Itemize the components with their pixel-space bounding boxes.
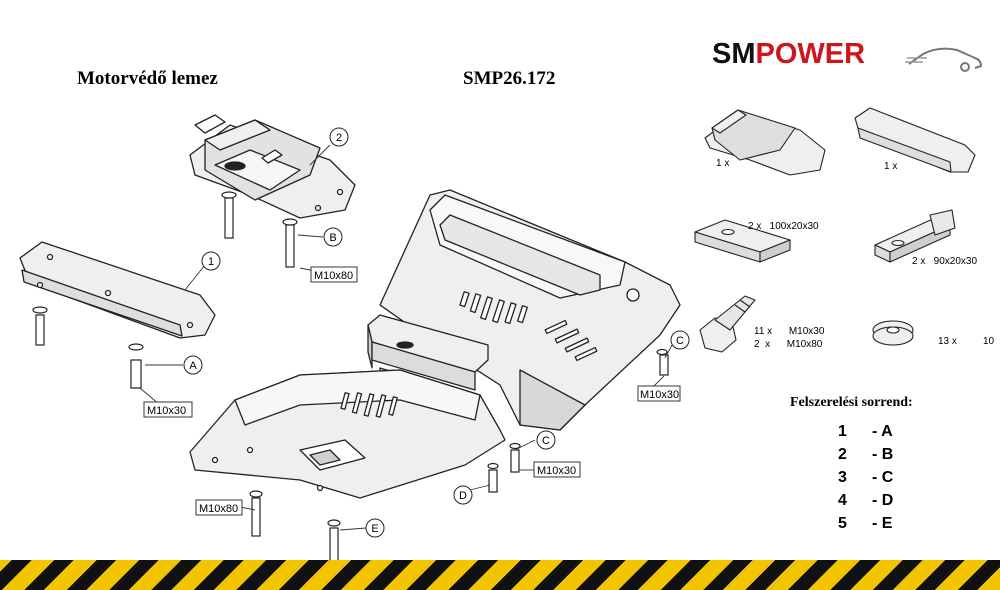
callout-E-label: E [371, 523, 378, 535]
installation-step: 2 - B [838, 446, 958, 468]
parts-list-washer-icon [872, 320, 914, 346]
callout-C-upper-label: C [676, 335, 684, 347]
bolt-icon [510, 449, 520, 473]
parts-list-spacer-90-icon [874, 209, 956, 263]
bolt-icon [285, 224, 295, 268]
parts-list-item2-qty: 1 x [884, 161, 898, 172]
parts-list-item3-label: 2 x 100x20x30 [748, 221, 819, 232]
callout-D [453, 485, 473, 505]
callout-B [323, 227, 343, 247]
bolt-label-c2-m10x30: M10x30 [537, 465, 576, 477]
callout-2-label: 2 [336, 132, 342, 144]
washer-icon [221, 191, 237, 199]
step-letter: - B [872, 446, 894, 463]
bolt-icon [224, 197, 234, 239]
bolt-icon [130, 359, 142, 389]
washer-icon [282, 218, 298, 226]
callout-C-lower-label: C [542, 435, 550, 447]
parts-list-item1-qty: 1 x [716, 158, 730, 169]
rear-skid-plate [379, 189, 681, 431]
product-code: SMP26.172 [463, 68, 556, 89]
installation-step: 4 - D [838, 492, 958, 514]
car-silhouette-icon [905, 47, 983, 72]
installation-step: 3 - C [838, 469, 958, 491]
parts-list-item4-label: 2 x 90x20x30 [912, 256, 978, 267]
washer-icon [509, 442, 521, 450]
step-letter: - C [872, 469, 894, 486]
installation-step: 5 - E [838, 515, 958, 537]
part-2-bracket [189, 114, 356, 219]
callout-D-label: D [459, 490, 467, 502]
callout-C-upper [670, 330, 690, 350]
installation-order-title: Felszerelési sorrend: [790, 395, 913, 410]
step-number: 2 [838, 446, 847, 463]
brand-logo-part2: POWER [755, 38, 866, 70]
bolt-icon [35, 314, 45, 346]
callout-1-label: 1 [208, 256, 214, 268]
front-skid-plate [189, 369, 506, 499]
bolt-label-d-m10x80: M10x80 [199, 503, 238, 515]
bolt-icon [251, 497, 261, 537]
installation-step: 1 - A [838, 423, 958, 445]
parts-list-bolt-line2: 2 x M10x80 [754, 339, 823, 350]
callout-B-label: B [329, 232, 336, 244]
bolt-label-a-m10x30: M10x30 [147, 405, 186, 417]
callout-2 [329, 127, 349, 147]
step-number: 5 [838, 515, 847, 532]
step-number: 3 [838, 469, 847, 486]
washer-icon [32, 306, 48, 314]
washer-icon [249, 490, 263, 498]
bolt-icon [329, 527, 339, 563]
part-1-side-plate [19, 241, 216, 339]
step-letter: - A [872, 423, 893, 440]
washer-icon [487, 462, 499, 470]
callout-C-lower [536, 430, 556, 450]
bolt-icon [659, 354, 669, 376]
parts-list-bolt-line1: 11 x M10x30 [754, 326, 825, 337]
bolt-icon [488, 469, 498, 493]
callout-A-label: A [189, 360, 197, 372]
step-number: 4 [838, 492, 847, 509]
washer-icon [128, 343, 144, 351]
parts-list-bracket-icon [704, 109, 826, 176]
parts-list-washer-size: 10 [983, 336, 995, 347]
bolt-label-b-m10x80: M10x80 [314, 270, 353, 282]
step-number: 1 [838, 423, 847, 440]
parts-list-washer-qty: 13 x [938, 336, 957, 347]
bolt-label-c-m10x30: M10x30 [640, 389, 679, 401]
bolt-set [32, 191, 669, 563]
parts-list-spacer-100-icon [694, 219, 791, 263]
washer-icon [327, 519, 341, 527]
callout-A [183, 355, 203, 375]
parts-list-side-plate-icon [854, 107, 976, 173]
callout-E [365, 518, 385, 538]
washer-icon [656, 348, 668, 356]
callout-1 [201, 251, 221, 271]
hazard-stripe-band [0, 560, 1000, 590]
brand-logo-part1: SM [712, 38, 756, 70]
page-title: Motorvédő lemez [77, 68, 218, 89]
brand-logo: SMPOWER [712, 38, 865, 74]
step-letter: - D [872, 492, 894, 509]
step-letter: - E [872, 515, 893, 532]
parts-list-bolt-icon [699, 295, 756, 353]
